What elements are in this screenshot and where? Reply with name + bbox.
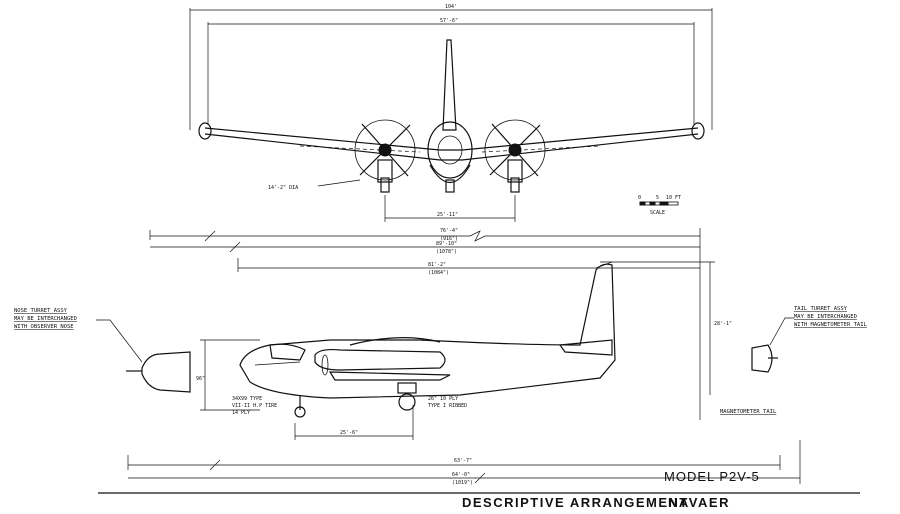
nose-note-leader: [96, 319, 143, 363]
nose-gear-front: [445, 179, 455, 193]
length2-sub: (1078"): [436, 249, 457, 255]
bottom-length1-label: 63'-7": [454, 458, 472, 464]
engine-nacelle: [314, 348, 446, 371]
left-prop-disc: [354, 119, 416, 181]
scale-bar-seg: [639, 201, 646, 206]
bottom-length1-line: [127, 455, 781, 471]
fuselage-sub: (1084"): [428, 270, 449, 276]
fuselage-label: 81'-2": [428, 262, 446, 268]
wing-side: [328, 371, 451, 381]
scale-tick-0: 0: [638, 195, 641, 201]
tread-label: 25'-11": [437, 212, 458, 218]
length2-dimension-line: [150, 241, 700, 253]
tire-label-2: VII-II H.P TIRE: [232, 403, 277, 409]
bottom-length2-label: 64'-0": [452, 472, 470, 478]
nose-height-dimension: [200, 339, 260, 411]
cockpit-canopy: [269, 343, 306, 361]
left-main-gear: [380, 177, 390, 193]
wing-flap-line: [299, 145, 601, 153]
tail-tire-label-1: 26" 10 PLY: [428, 396, 458, 402]
nose-glazing: [254, 361, 301, 366]
scale-bar-outline: [639, 201, 679, 206]
wheelbase-dimension: [294, 405, 414, 440]
prop-dia-leader: [317, 179, 361, 187]
length-sub: (916"): [440, 236, 458, 242]
left-tip-tank: [198, 122, 212, 140]
prop-dia-label: 14'-2" DIA: [268, 185, 298, 191]
prop-side: [321, 354, 329, 376]
horizontal-tail-side: [558, 339, 613, 356]
tire-label-1: 34X99 TYPE: [232, 396, 262, 402]
side-view-dimensions: 76'-4" (916") 89'-10" (1078") 81'-2" (10…: [127, 228, 801, 486]
main-gear-fairing: [397, 382, 417, 394]
wing-upper-edge: [204, 127, 699, 151]
length-label: 76'-4": [440, 228, 458, 234]
nose-note-line-2: MAY BE INTERCHANGED: [14, 316, 77, 322]
right-nacelle: [507, 159, 523, 183]
length-dimension-line: [149, 230, 700, 242]
nose-canopy: [437, 135, 463, 165]
tail-note-line-1: TAIL TURRET ASSY: [794, 306, 848, 312]
scale-tick-5: 5: [656, 195, 659, 201]
scale-bar-seg: [659, 201, 669, 206]
fuselage-belly: [429, 164, 471, 183]
tail-note-leader: [769, 317, 794, 346]
scale-label: SCALE: [650, 210, 665, 216]
tail-span-label: 57'-6": [440, 18, 458, 24]
nose-turret-note: NOSE TURRET ASSY MAY BE INTERCHANGED WIT…: [14, 308, 143, 363]
vertical-fin: [442, 39, 457, 131]
scale-bar: 0 5 10 FT SCALE: [638, 195, 681, 216]
tail-turret-note: TAIL TURRET ASSY MAY BE INTERCHANGED WIT…: [720, 306, 868, 415]
nose-height-label: 96": [196, 376, 205, 382]
bottom-length2-line: [128, 440, 801, 484]
wheelbase-label: 25'-6": [340, 430, 358, 436]
magnetometer-label: MAGNETOMETER TAIL: [720, 409, 777, 415]
height-label: 28'-1": [714, 321, 732, 327]
nose-note-line-3: WITH OBSERVER NOSE: [14, 324, 74, 330]
left-nacelle: [377, 159, 393, 183]
scale-bar-seg: [649, 201, 656, 206]
right-prop-blades: [489, 123, 541, 177]
tail-turret: [751, 344, 773, 373]
scale-tick-10: 10 FT: [666, 195, 681, 201]
footer-right: NAVAER: [668, 495, 730, 510]
front-view: 104' 57'-6" 14'-2" DIA: [189, 4, 713, 222]
fuselage-front: [427, 121, 473, 179]
right-tip-tank: [691, 122, 705, 140]
right-prop-disc: [484, 119, 546, 181]
right-prop-hub: [508, 143, 522, 157]
height-dimension-line: [600, 261, 715, 395]
model-label: MODEL P2V-5: [664, 469, 760, 484]
fin-tip: [595, 261, 613, 269]
length2-label: 89'-10": [436, 241, 457, 247]
left-prop-hub: [378, 143, 392, 157]
main-wheel: [398, 393, 416, 411]
right-main-gear: [510, 177, 520, 193]
nose-wheel: [294, 406, 306, 418]
tire-label-3: 14 PLY: [232, 410, 250, 416]
side-view: [126, 261, 778, 418]
tail-tire-label-2: TYPE I RIBBED: [428, 403, 467, 409]
fuselage-side: [239, 263, 616, 399]
nose-turret: [141, 351, 191, 393]
side-view-labels: 34X99 TYPE VII-II H.P TIRE 14 PLY 26" 10…: [232, 396, 467, 416]
dorsal-blister: [349, 337, 441, 346]
tail-note-line-3: WITH MAGNETOMETER TAIL: [794, 322, 868, 328]
bottom-length2-sub: (1019"): [452, 480, 473, 486]
left-prop-blades: [359, 123, 411, 177]
nose-note-line-1: NOSE TURRET ASSY: [14, 308, 68, 314]
span-label: 104': [445, 4, 457, 10]
tail-note-line-2: MAY BE INTERCHANGED: [794, 314, 857, 320]
footer-left: DESCRIPTIVE ARRANGEMENT: [462, 495, 689, 510]
wing-lower-edge: [204, 133, 699, 161]
